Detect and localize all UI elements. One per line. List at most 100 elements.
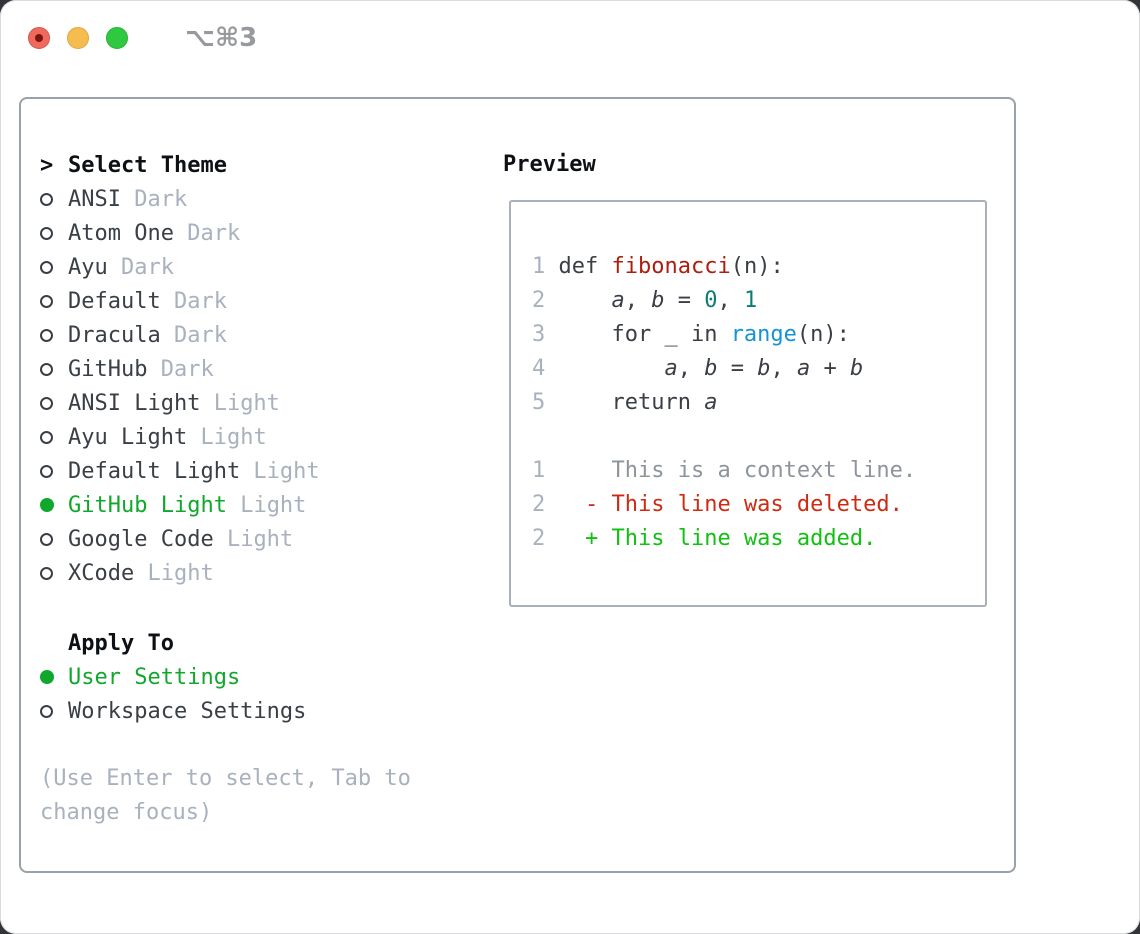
code-line: 3 for _ in range(n):	[532, 318, 985, 352]
theme-variant: Dark	[173, 220, 241, 246]
plain-token: def	[558, 254, 612, 279]
theme-name: Ayu Light	[68, 424, 188, 450]
preview-title: Preview	[503, 152, 596, 177]
radio-icon	[40, 566, 68, 580]
radio-dot	[40, 430, 53, 444]
var-token: b	[849, 356, 864, 381]
theme-variant: Dark	[107, 254, 174, 280]
deleted-line: 2 - This line was deleted.	[532, 488, 985, 522]
plain-token: ,	[770, 356, 797, 381]
radio-icon	[40, 532, 68, 546]
apply-option-label: User Settings	[68, 664, 241, 690]
theme-name: Default	[68, 288, 161, 314]
theme-option-atom-one[interactable]: Atom One Dark	[40, 216, 470, 250]
plain-token: +	[810, 356, 850, 381]
num-token: 1	[743, 288, 758, 313]
plain-token: ,	[677, 356, 705, 381]
theme-option-ayu[interactable]: Ayu Dark	[40, 250, 470, 284]
theme-option-github[interactable]: GitHub Dark	[40, 352, 470, 386]
plain-token	[559, 526, 586, 551]
func-token: fibonacci	[611, 254, 731, 279]
theme-option-ansi-light[interactable]: ANSI Light Light	[40, 386, 470, 420]
theme-option-xcode[interactable]: XCode Light	[40, 556, 470, 590]
select-theme-title: Select Theme	[68, 152, 227, 178]
apply-option-label: Workspace Settings	[68, 698, 307, 724]
plain-token	[559, 492, 586, 517]
line-number: 2	[532, 288, 559, 313]
radio-dot	[40, 464, 53, 478]
radio-dot	[40, 294, 53, 308]
zoom-button[interactable]	[106, 27, 128, 49]
plain-token: (n):	[796, 322, 850, 347]
radio-dot	[40, 260, 53, 274]
radio-dot	[40, 566, 53, 580]
theme-option-ayu-light[interactable]: Ayu Light Light	[40, 420, 470, 454]
radio-dot	[40, 226, 53, 240]
theme-variant: Light	[240, 458, 320, 484]
plain-token: return	[558, 390, 705, 415]
plain-token: ,	[717, 288, 744, 313]
line-number: 1	[532, 458, 559, 483]
plain-token	[559, 356, 665, 381]
select-theme-header: > Select Theme	[40, 148, 470, 182]
plain-token: =	[664, 288, 705, 313]
theme-option-google-code[interactable]: Google Code Light	[40, 522, 470, 556]
radio-selected-icon	[40, 670, 68, 684]
radio-icon	[40, 704, 68, 718]
var-token: b	[704, 356, 718, 381]
line-number: 2	[532, 492, 559, 517]
theme-option-default-light[interactable]: Default Light Light	[40, 454, 470, 488]
theme-name: Google Code	[68, 526, 214, 552]
line-number: 1	[532, 254, 559, 279]
help-text: (Use Enter to select, Tab to change focu…	[40, 766, 411, 825]
line-number: 5	[532, 390, 559, 415]
plain-token: for _ in	[558, 322, 731, 347]
close-button[interactable]	[28, 27, 50, 49]
radio-dot	[40, 328, 53, 342]
radio-dot	[40, 396, 53, 410]
line-number: 3	[532, 322, 559, 347]
theme-variant: Dark	[160, 288, 227, 314]
theme-variant: Light	[187, 424, 267, 450]
plain-token: =	[717, 356, 758, 381]
apply-option-workspace-settings[interactable]: Workspace Settings	[40, 694, 470, 728]
plain-token	[559, 288, 612, 313]
context-line: 1 This is a context line.	[532, 454, 985, 488]
radio-icon	[40, 226, 68, 240]
minimize-button[interactable]	[67, 27, 89, 49]
radio-selected-icon	[40, 498, 68, 512]
var-token: a	[611, 288, 625, 313]
radio-dot	[40, 532, 53, 546]
radio-icon	[40, 192, 68, 206]
num-token: 0	[704, 288, 718, 313]
theme-variant: Light	[200, 390, 280, 416]
code-line: 5 return a	[532, 386, 985, 420]
radio-icon	[40, 328, 68, 342]
del-token: - This line was deleted.	[585, 492, 903, 517]
builtin-token: range	[730, 322, 797, 347]
plain-token: (n):	[730, 254, 784, 279]
theme-name: ANSI Light	[68, 390, 201, 416]
radio-icon	[40, 430, 68, 444]
radio-dot	[40, 670, 54, 684]
theme-variant: Dark	[120, 186, 188, 212]
radio-icon	[40, 294, 68, 308]
theme-name: Dracula	[68, 322, 161, 348]
theme-option-dracula[interactable]: Dracula Dark	[40, 318, 470, 352]
radio-dot	[40, 192, 53, 206]
theme-option-default[interactable]: Default Dark	[40, 284, 470, 318]
theme-option-github-light[interactable]: GitHub Light Light	[40, 488, 470, 522]
radio-icon	[40, 464, 68, 478]
radio-icon	[40, 362, 68, 376]
theme-variant: Light	[134, 560, 214, 586]
titlebar: ⌥⌘3	[28, 23, 257, 53]
theme-name: ANSI	[68, 186, 121, 212]
theme-name: GitHub	[68, 356, 148, 382]
theme-option-ansi[interactable]: ANSI Dark	[40, 182, 470, 216]
var-token: a	[796, 356, 811, 381]
apply-option-user-settings[interactable]: User Settings	[40, 660, 470, 694]
